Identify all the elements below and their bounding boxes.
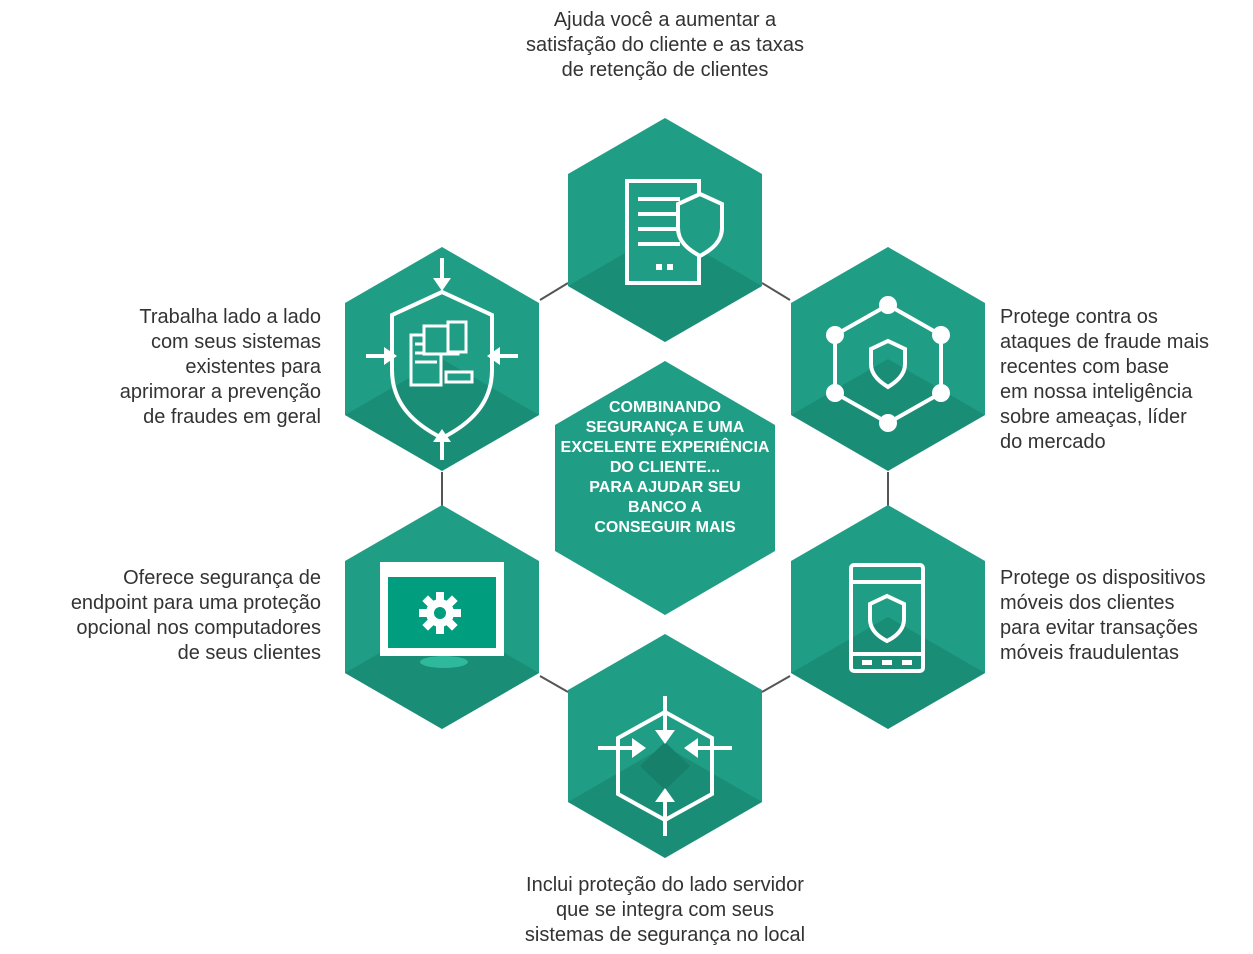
- monitor-gear-icon: [380, 562, 504, 668]
- caption-line: sobre ameaças, líder: [1000, 406, 1187, 428]
- caption-top-right: Protege contra os ataques de fraude mais…: [1000, 305, 1250, 455]
- caption-bottom-left: Oferece segurança de endpoint para uma p…: [5, 566, 321, 666]
- caption-line: que se integra com seus: [556, 899, 774, 921]
- caption-line: opcional nos computadores: [76, 617, 321, 639]
- caption-line: com seus sistemas: [150, 331, 321, 353]
- caption-line: sistemas de segurança no local: [524, 924, 806, 946]
- caption-line: Protege contra os: [1000, 306, 1158, 328]
- center-line: BANCO A: [627, 499, 703, 516]
- connector-top-top-right: [761, 282, 791, 301]
- caption-line: móveis fraudulentas: [1000, 642, 1179, 664]
- caption-line: existentes para: [185, 356, 321, 378]
- caption-bottom: Inclui proteção do lado servidor que se …: [460, 873, 870, 948]
- caption-line: de fraudes em geral: [143, 406, 321, 428]
- server-shield-icon: [625, 179, 724, 285]
- caption-line: de seus clientes: [177, 642, 321, 664]
- connectors: [441, 282, 889, 693]
- network-shield-icon: [826, 296, 950, 432]
- caption-line: aprimorar a prevenção: [119, 381, 321, 403]
- caption-line: em nossa inteligência: [1000, 381, 1193, 403]
- caption-line: Protege os dispositivos: [1000, 567, 1206, 589]
- caption-line: Oferece segurança de: [123, 567, 321, 589]
- center-line: CONSEGUIR MAIS: [594, 519, 736, 536]
- caption-line: endpoint para uma proteção: [70, 592, 321, 614]
- caption-line: Ajuda você a aumentar a: [553, 9, 777, 31]
- center-line: PARA AJUDAR SEU: [589, 479, 741, 496]
- center-statement: COMBINANDO SEGURANÇA E UMA EXCELENTE EXP…: [540, 398, 790, 538]
- caption-line: satisfação do cliente e as taxas: [526, 34, 804, 56]
- center-line: SEGURANÇA E UMA: [585, 419, 745, 436]
- connector-top-left-top: [539, 282, 569, 301]
- caption-line: ataques de fraude mais: [1000, 331, 1210, 353]
- caption-bottom-right: Protege os dispositivos móveis dos clien…: [1000, 566, 1250, 666]
- systems-shield-arrows-icon: [366, 258, 518, 460]
- caption-top-left: Trabalha lado a lado com seus sistemas e…: [40, 305, 321, 430]
- hex-center: [555, 361, 775, 615]
- connector-bottom-right-bottom: [761, 675, 791, 693]
- caption-line: do mercado: [1000, 431, 1106, 453]
- caption-line: de retenção de clientes: [561, 59, 769, 81]
- server-integration-icon: [598, 696, 732, 836]
- caption-line: Inclui proteção do lado servidor: [526, 874, 804, 896]
- caption-line: para evitar transações: [1000, 617, 1198, 639]
- caption-top: Ajuda você a aumentar a satisfação do cl…: [465, 8, 865, 83]
- caption-line: recentes com base: [1000, 356, 1169, 378]
- mobile-shield-icon: [849, 563, 925, 673]
- center-line: DO CLIENTE...: [609, 459, 721, 476]
- connector-bottom-bottom-left: [539, 675, 569, 693]
- center-line: EXCELENTE EXPERIÊNCIA: [560, 439, 770, 456]
- center-line: COMBINANDO: [609, 399, 721, 416]
- caption-line: Trabalha lado a lado: [139, 306, 321, 328]
- caption-line: móveis dos clientes: [1000, 592, 1175, 614]
